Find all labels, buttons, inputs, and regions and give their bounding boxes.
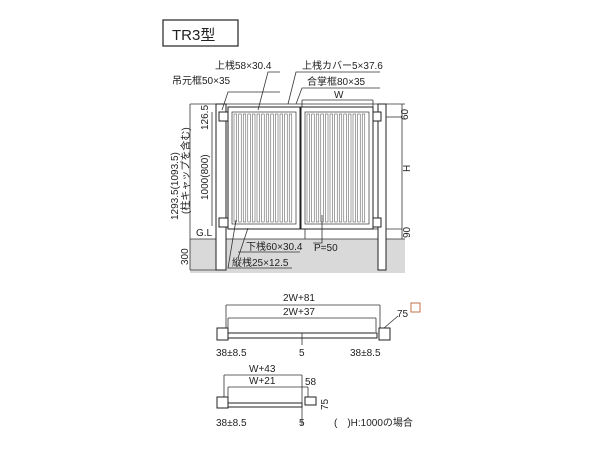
leader-meeting-frame bbox=[295, 87, 380, 105]
label-dim-75: 75 bbox=[320, 398, 331, 410]
vertical-bar bbox=[242, 113, 247, 223]
title-box bbox=[162, 19, 239, 47]
label-dim-total-note: (柱キャップを含む) bbox=[179, 127, 192, 214]
label-dim-126-5: 126.5 bbox=[200, 105, 211, 130]
plan-single-gate bbox=[216, 374, 317, 425]
vertical-bar bbox=[275, 113, 279, 223]
label-width: W bbox=[334, 90, 344, 101]
right-gate-leaf bbox=[300, 106, 374, 230]
vertical-bar bbox=[315, 113, 320, 223]
vertical-bar bbox=[320, 113, 324, 223]
vertical-bar bbox=[334, 113, 338, 223]
leader-bottom-rail bbox=[237, 227, 249, 259]
label-dim-total: 1293.5(1093.5) bbox=[170, 152, 181, 220]
label-dim-60: 60 bbox=[400, 108, 411, 120]
vertical-bar bbox=[256, 113, 260, 223]
label-dim-90: 90 bbox=[402, 226, 413, 238]
label-hinge-frame: 吊元框50×35 bbox=[172, 74, 231, 87]
label-w21: W+21 bbox=[249, 376, 276, 387]
label-center-gap: 5 bbox=[299, 418, 305, 429]
label-dim-300: 300 bbox=[180, 248, 191, 265]
vertical-bar bbox=[279, 113, 283, 223]
label-post-75: 75 bbox=[397, 309, 409, 320]
square-post-icon bbox=[410, 302, 421, 313]
label-height: H bbox=[402, 165, 413, 172]
label-dim-1000: 1000(800) bbox=[200, 154, 211, 200]
leader-top-rail bbox=[257, 71, 280, 111]
label-pitch: P=50 bbox=[314, 243, 338, 254]
hinge-icon bbox=[218, 111, 229, 122]
vertical-bar bbox=[265, 113, 270, 223]
vertical-bar bbox=[329, 113, 333, 223]
label-right-gap: 38±8.5 bbox=[350, 348, 381, 359]
post-square bbox=[216, 396, 229, 409]
vertical-bar bbox=[343, 113, 347, 223]
leader-vertical-bar bbox=[227, 219, 292, 269]
vertical-bar bbox=[348, 113, 352, 223]
leader-pitch bbox=[313, 215, 323, 244]
vertical-bar bbox=[311, 113, 315, 223]
vertical-bar bbox=[288, 113, 293, 223]
title: TR3型 bbox=[172, 27, 215, 44]
label-2w81: 2W+81 bbox=[283, 293, 315, 304]
vertical-bar bbox=[261, 113, 265, 223]
gate-rail-plan bbox=[227, 402, 303, 408]
vertical-bar bbox=[233, 113, 237, 223]
vertical-bar bbox=[357, 113, 361, 223]
vertical-bar bbox=[247, 113, 251, 223]
label-center-gap: 5 bbox=[299, 348, 305, 359]
label-bottom-rail: 下桟60×30.4 bbox=[246, 240, 303, 253]
label-left-gap: 38±8.5 bbox=[216, 348, 247, 359]
label-vertical-bar: 縦桟25×12.5 bbox=[232, 256, 289, 269]
right-post bbox=[377, 103, 387, 271]
vertical-bar bbox=[361, 113, 366, 223]
post-square bbox=[378, 327, 391, 341]
label-w43: W+43 bbox=[249, 364, 276, 375]
vertical-bar bbox=[238, 113, 242, 223]
left-gate-leaf bbox=[227, 106, 301, 230]
label-left-gap: 38±8.5 bbox=[216, 418, 247, 429]
left-post bbox=[215, 103, 227, 271]
vertical-bar bbox=[306, 113, 310, 223]
vertical-bar bbox=[352, 113, 356, 223]
label-meeting-frame: 合掌框80×35 bbox=[307, 75, 366, 88]
vertical-bar bbox=[325, 113, 329, 223]
label-note: ( )H:1000の場合 bbox=[334, 416, 413, 429]
post-square bbox=[216, 327, 229, 341]
label-dim-58: 58 bbox=[305, 377, 317, 388]
vertical-bar bbox=[338, 113, 343, 223]
vertical-bar bbox=[284, 113, 288, 223]
label-top-rail-cover: 上桟カバー5×37.6 bbox=[302, 59, 383, 72]
vertical-bar bbox=[270, 113, 274, 223]
hinge-icon bbox=[218, 217, 229, 228]
stopper-post bbox=[304, 396, 317, 406]
plan-double-gate bbox=[216, 302, 421, 345]
label-ground-line: G.L bbox=[196, 228, 213, 239]
gate-rail-plan bbox=[227, 332, 378, 339]
label-2w37: 2W+37 bbox=[283, 307, 315, 318]
leader-top-rail-cover bbox=[287, 71, 380, 105]
label-top-rail: 上桟58×30.4 bbox=[215, 59, 272, 72]
vertical-bar bbox=[252, 113, 256, 223]
